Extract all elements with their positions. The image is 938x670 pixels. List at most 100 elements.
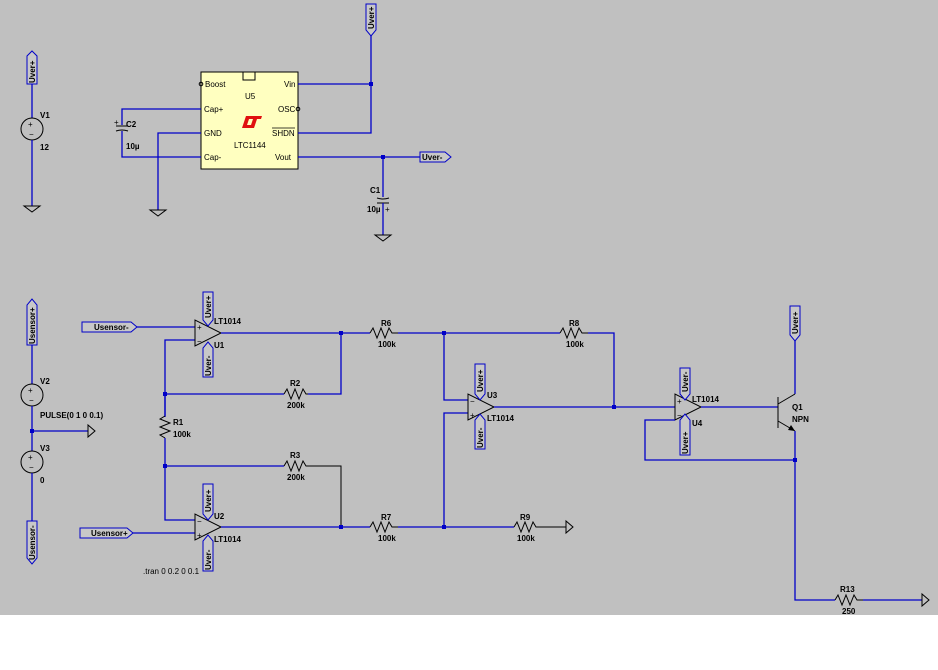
opamp-part: LT1014 (487, 414, 515, 423)
resistor-label: R9 (520, 513, 531, 522)
ic-part: LTC1144 (234, 141, 266, 150)
opamp-u3[interactable]: −+ Uver+ Uver- U3 LT1014 (443, 333, 515, 527)
net-flag-uver-plus (789, 305, 801, 342)
resistor-value: 100k (378, 340, 396, 349)
opamp-u2[interactable]: Usensor+ −+ Uver+ Uver- U2 LT1014 (79, 466, 242, 572)
svg-text:+: + (197, 323, 202, 332)
cap-label: C1 (370, 186, 381, 195)
resistor-value: 100k (566, 340, 584, 349)
source-value: PULSE(0 1 0 0.1) (40, 411, 103, 420)
net-flag-label: Uver+ (204, 489, 213, 512)
resistor-value: 100k (378, 534, 396, 543)
resistor-label: R7 (381, 513, 392, 522)
net-flag-label: Usensor- (28, 525, 37, 560)
svg-text:−: − (29, 130, 34, 139)
svg-text:+: + (28, 386, 33, 395)
svg-text:−: − (197, 337, 202, 346)
svg-text:+: + (385, 205, 390, 214)
resistor-r2[interactable]: R2 200k (165, 379, 308, 410)
net-flag-uver-minus (202, 341, 214, 378)
ic-u5[interactable]: U5 LTC1144 Boost Cap+ GND Cap- Vin OSC S… (198, 71, 301, 170)
ic-notch (242, 72, 256, 81)
net-flag-label: Uver+ (791, 311, 800, 334)
resistor-label: R8 (569, 319, 580, 328)
net-flag-uver-minus (202, 534, 214, 572)
opamp-part: LT1014 (214, 317, 242, 326)
resistor-r6[interactable]: R6 100k (369, 319, 560, 349)
net-flag-usensor-minus (26, 520, 38, 565)
net-flag-uver-plus (365, 3, 377, 37)
resistor-r1[interactable]: R1 100k (158, 394, 191, 466)
resistor-r8[interactable]: R8 100k (559, 319, 615, 407)
pin-gnd: GND (204, 129, 222, 138)
resistor-r7[interactable]: R7 100k (369, 513, 514, 543)
net-flag-uver-minus (474, 413, 486, 450)
resistor-value: 200k (287, 401, 305, 410)
transistor-type: NPN (792, 415, 809, 424)
net-flag-uver-minus (419, 151, 452, 163)
ground-icon (373, 234, 393, 242)
resistor-r3[interactable]: R3 200k (165, 451, 342, 527)
bottom-margin (0, 615, 938, 670)
pin-boost: Boost (205, 80, 226, 89)
opamp-part: LT1014 (214, 535, 242, 544)
ic-body (200, 71, 299, 170)
svg-text:+: + (197, 531, 202, 540)
capacitor-c1[interactable]: + C1 10µ (367, 157, 393, 242)
opamp-part: LT1014 (692, 395, 720, 404)
svg-text:−: − (677, 411, 682, 420)
spice-directive[interactable]: .tran 0 0.2 0 0.1 (143, 567, 200, 576)
resistor-label: R2 (290, 379, 301, 388)
source-v1[interactable]: Uver+ +− V1 12 (20, 50, 50, 213)
opamp-ref: U3 (487, 391, 498, 400)
svg-text:+: + (28, 120, 33, 129)
svg-text:−: − (29, 463, 34, 472)
svg-text:−: − (470, 397, 475, 406)
ground-icon (148, 209, 168, 217)
transistor-q1[interactable]: Uver+ Q1 NPN (777, 305, 835, 601)
ic-ref: U5 (245, 92, 256, 101)
pin-cap-minus: Cap- (204, 153, 222, 162)
source-label: V3 (40, 444, 50, 453)
source-label: V2 (40, 377, 50, 386)
svg-text:−: − (197, 517, 202, 526)
lt-logo-icon (242, 116, 262, 128)
net-flag-usensor-plus (79, 527, 134, 539)
net-flag-label: Uver- (204, 355, 213, 376)
resistor-label: R13 (840, 585, 855, 594)
opamp-u1[interactable]: Usensor- +− Uver+ Uver- LT1014 U1 (81, 291, 242, 417)
net-flag-uver-plus (202, 483, 214, 521)
net-flag-uver-plus (26, 50, 38, 85)
net-flag-label: Usensor- (94, 323, 129, 332)
ground-icon (22, 205, 42, 213)
pin-vout: Vout (275, 153, 292, 162)
schematic-background (0, 0, 938, 615)
source-v2[interactable]: Usensor+ +− V2 PULSE(0 1 0 0.1) (20, 298, 103, 451)
opamp-triangle (467, 393, 496, 421)
svg-text:+: + (114, 118, 119, 127)
resistor-value: 100k (173, 430, 191, 439)
resistor-r13[interactable]: R13 250 (834, 585, 930, 616)
source-label: V1 (40, 111, 50, 120)
resistor-value: 100k (517, 534, 535, 543)
opamp-u4[interactable]: +− Uver- Uver+ LT1014 U4 (644, 367, 795, 461)
net-flag-label: Uver+ (476, 369, 485, 392)
ground-icon (921, 592, 930, 608)
pin-vin: Vin (284, 80, 295, 89)
resistor-label: R6 (381, 319, 392, 328)
net-flag-label: Usensor+ (28, 307, 37, 344)
net-flag-usensor-minus (81, 321, 138, 333)
net-flag-label: Uver- (204, 549, 213, 570)
resistor-r9[interactable]: R9 100k (513, 513, 574, 543)
source-value: 0 (40, 476, 45, 485)
source-v3[interactable]: +− Usensor- V3 0 (20, 444, 50, 565)
svg-text:−: − (29, 396, 34, 405)
net-flag-uver-plus (474, 363, 486, 401)
cap-label: C2 (126, 120, 137, 129)
net-flag-label: Uver+ (28, 60, 37, 83)
resistor-value: 200k (287, 473, 305, 482)
net-flag-usensor-plus (26, 298, 38, 346)
net-flag-label: Uver- (476, 427, 485, 448)
capacitor-c2[interactable]: + C2 10µ (114, 108, 201, 158)
